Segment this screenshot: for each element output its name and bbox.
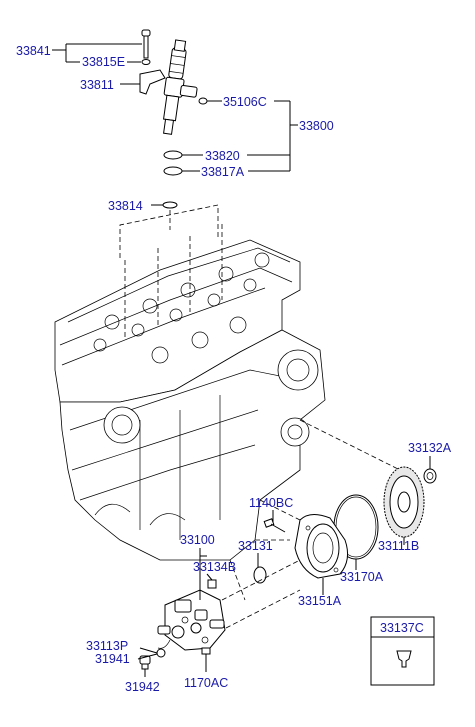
label-1170AC: 1170AC xyxy=(184,676,228,690)
label-33134B: 33134B xyxy=(193,560,236,574)
label-31942: 31942 xyxy=(125,680,160,694)
label-33100: 33100 xyxy=(180,533,215,547)
injector-assembly xyxy=(139,29,208,209)
label-33814: 33814 xyxy=(108,199,143,213)
label-33151A: 33151A xyxy=(298,594,342,608)
label-33815E: 33815E xyxy=(82,55,125,69)
nut-33132A xyxy=(423,468,437,484)
label-35106C: 35106C xyxy=(223,95,267,109)
label-33113P: 33113P xyxy=(86,639,128,653)
washer-33814 xyxy=(162,201,178,209)
washer-33815E xyxy=(141,59,151,65)
label-33817A: 33817A xyxy=(201,165,245,179)
inset-box-33137C xyxy=(370,616,435,686)
engine-block xyxy=(54,204,401,601)
bolt-1140BC xyxy=(263,518,286,533)
label-33111B: 33111B xyxy=(378,539,419,553)
seal-31941 xyxy=(156,648,166,658)
housing-33151A xyxy=(294,514,349,579)
label-33800: 33800 xyxy=(299,119,334,133)
plug-33134B xyxy=(207,579,217,589)
injector-leaders xyxy=(52,43,298,206)
bolt-1170AC xyxy=(201,647,211,665)
label-33131: 33131 xyxy=(238,539,273,553)
injector-clamp xyxy=(139,69,166,95)
plug-33137C-icon xyxy=(396,650,412,668)
label-33137C: 33137C xyxy=(380,621,424,635)
right-leaders xyxy=(257,456,431,595)
injector-body xyxy=(163,39,198,135)
injector-bolt xyxy=(141,29,151,59)
oring-33131 xyxy=(253,566,267,584)
sprocket-33111B xyxy=(383,466,425,538)
oring-35106C xyxy=(198,97,208,105)
pump-leaders xyxy=(137,548,213,677)
label-1140BC: 1140BC xyxy=(249,496,293,510)
seal-33820 xyxy=(163,150,183,160)
fuel-pump-33100 xyxy=(157,589,226,651)
label-33170A: 33170A xyxy=(340,570,384,584)
label-31941: 31941 xyxy=(95,652,130,666)
pump-alignment-lines xyxy=(221,559,301,629)
label-33132A: 33132A xyxy=(408,441,452,455)
label-33811: 33811 xyxy=(80,78,114,92)
label-33820: 33820 xyxy=(205,149,240,163)
seal-33817A xyxy=(163,166,183,176)
label-33841: 33841 xyxy=(16,44,51,58)
part-labels: 33841 33815E 33811 35106C 33800 33820 33… xyxy=(16,44,452,694)
